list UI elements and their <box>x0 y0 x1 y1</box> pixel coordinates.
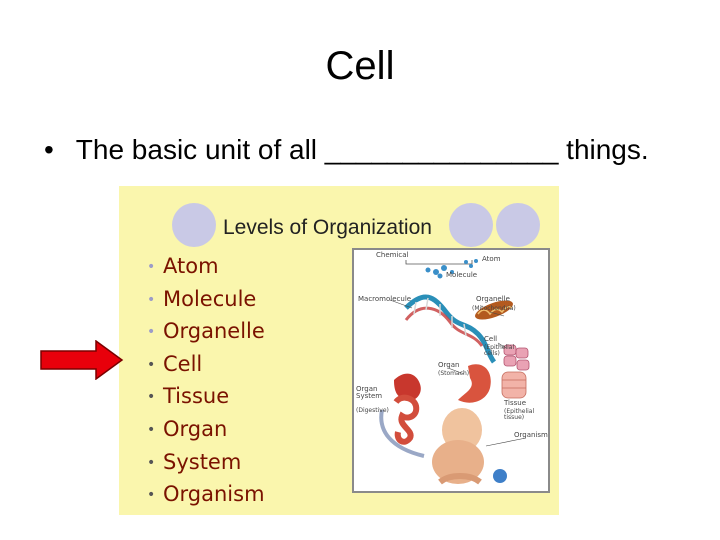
levels-list: •Atom •Molecule •Organelle •Cell •Tissue… <box>147 250 265 511</box>
label-macromolecule: Macromolecule <box>358 295 412 303</box>
label-cell: Cell <box>484 335 498 343</box>
label-organelle-sub: (Mitochondria) <box>472 305 516 312</box>
bullet-text: The basic unit of all _______________ th… <box>75 134 649 165</box>
level-organelle: •Organelle <box>147 319 265 344</box>
label-tissue-sub: (Epithelial tissue) <box>504 408 535 422</box>
label-molecule: Molecule <box>446 271 478 279</box>
label-organelle: Organelle <box>476 295 510 303</box>
label-organ-sub: (Stomach) <box>438 370 470 377</box>
red-pointer-arrow-icon <box>40 340 124 380</box>
decor-circle <box>496 203 540 247</box>
biology-illustration-panel: Chemical Atom Molecule Macromolecule Org… <box>352 248 550 493</box>
bullet-dot: • <box>44 134 54 165</box>
level-cell: •Cell <box>147 351 203 376</box>
level-organ: •Organ <box>147 416 228 441</box>
level-system: •System <box>147 449 242 474</box>
levels-of-organization-figure: Levels of Organization •Atom •Molecule •… <box>119 186 559 515</box>
level-molecule: •Molecule <box>147 286 257 311</box>
decor-circle <box>172 203 216 247</box>
level-tissue: •Tissue <box>147 384 230 409</box>
biology-illustration <box>379 259 530 485</box>
label-organism: Organism <box>514 431 548 439</box>
figure-title: Levels of Organization <box>223 216 432 239</box>
label-atom: Atom <box>482 255 501 263</box>
slide-title: Cell <box>325 44 395 88</box>
label-organ-system-sub: (Digestive) <box>356 407 389 414</box>
level-atom: •Atom <box>147 254 219 278</box>
decor-circle <box>449 203 493 247</box>
label-organ-system: Organ System <box>356 385 383 401</box>
bullet-point: • The basic unit of all _______________ … <box>44 134 649 166</box>
level-organism: •Organism <box>147 482 265 507</box>
label-organ: Organ <box>438 361 460 369</box>
label-cell-sub: (Epithelial cells) <box>484 344 515 358</box>
label-chemical: Chemical <box>376 251 409 259</box>
label-tissue: Tissue <box>504 399 527 407</box>
